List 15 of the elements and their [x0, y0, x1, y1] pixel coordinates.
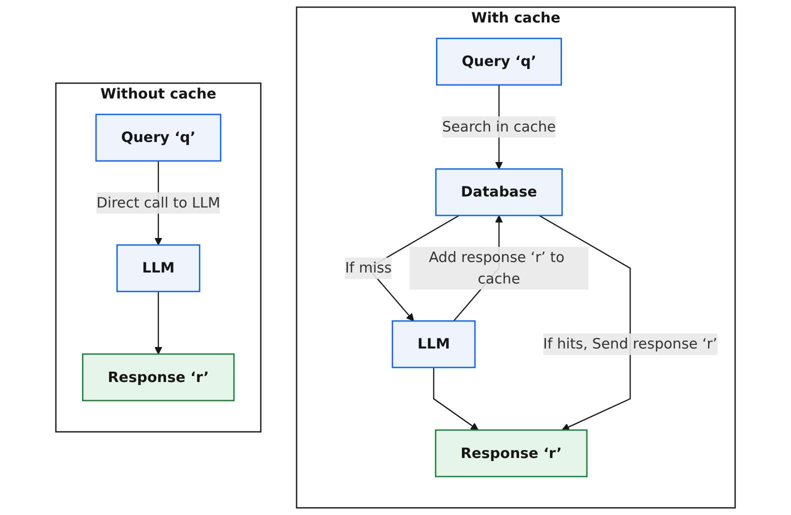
- edge-label: If miss: [345, 259, 392, 276]
- node-box: Response ‘r’: [82, 353, 235, 402]
- node-box: Query ‘q’: [95, 114, 222, 162]
- edge-label: Direct call to LLM: [96, 194, 220, 212]
- arrow: [538, 214, 631, 431]
- node-box: Response ‘r’: [434, 429, 588, 478]
- node-box: LLM: [116, 244, 200, 292]
- edge-label: Search in cache: [442, 118, 556, 136]
- arrow: [433, 367, 479, 430]
- node-box: Database: [435, 168, 563, 216]
- node-box: Query ‘q’: [436, 38, 562, 86]
- arrow: [154, 291, 162, 354]
- node-box: LLM: [392, 320, 476, 368]
- edge-label: Add response ‘r’ to cache: [428, 248, 565, 288]
- edge-label: If hits, Send response ‘r’: [543, 335, 718, 352]
